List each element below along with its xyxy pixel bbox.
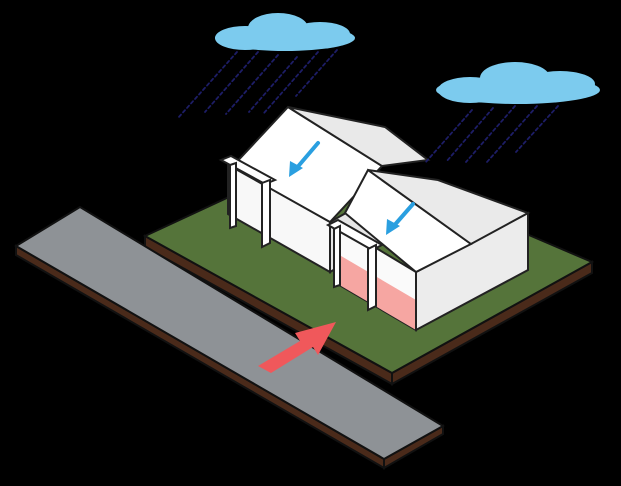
front-building-canopy: [325, 218, 385, 252]
road: [14, 205, 445, 470]
front-building-door-post: [367, 243, 377, 312]
back-building-door-post: [261, 178, 271, 249]
front-building-left-post: [333, 224, 341, 289]
arrow-down-left-icon: [386, 202, 415, 235]
road-surface: [14, 205, 445, 461]
arrow-down-left-icon: [289, 141, 320, 177]
arrow-up-right-icon: [258, 322, 336, 373]
cloud-icon: [436, 62, 600, 104]
back-building-left-post: [229, 161, 237, 230]
front-building-roof-back: [367, 169, 531, 246]
front-building: [325, 168, 531, 332]
cloud-icon: [215, 13, 355, 51]
rain-icon: [177, 49, 559, 164]
